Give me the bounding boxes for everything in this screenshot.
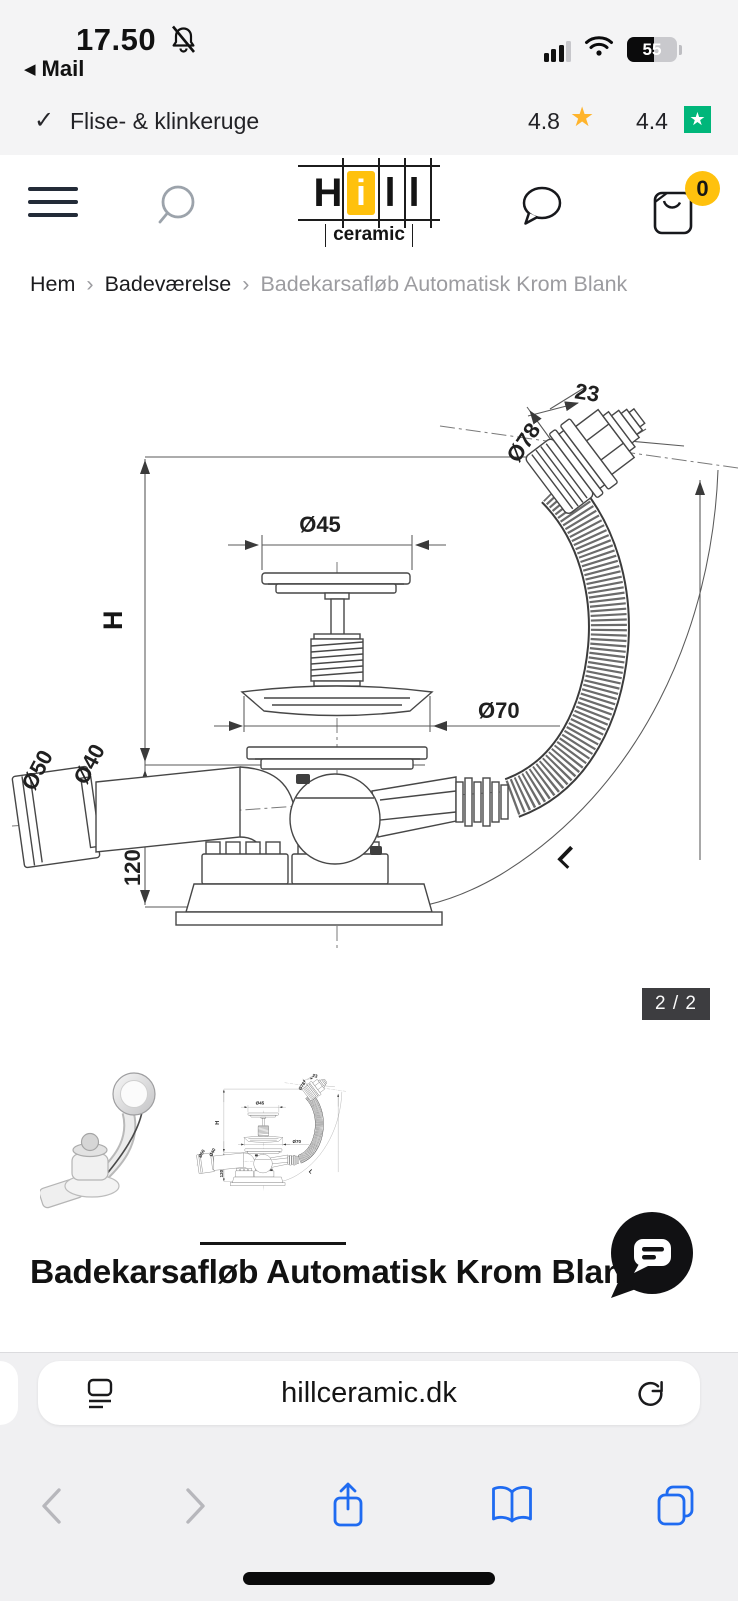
thumbnail-product-photo[interactable] [38, 1056, 180, 1216]
clock: 17.50 [76, 22, 157, 57]
battery-icon: 55 [627, 37, 677, 62]
breadcrumb-separator: › [86, 272, 94, 296]
back-app-label: Mail [41, 56, 85, 81]
adjacent-tab-peek[interactable] [0, 1361, 18, 1425]
breadcrumb-separator: › [242, 272, 250, 296]
share-button[interactable] [327, 1481, 369, 1536]
breadcrumb-category[interactable]: Badeværelse [104, 272, 232, 296]
logo-letter: l [384, 171, 396, 215]
status-icons: 55 [543, 34, 682, 62]
product-title: Badekarsafløb Automatisk Krom Blank [30, 1254, 642, 1291]
search-button[interactable] [154, 179, 208, 238]
breadcrumb: Hem › Badeværelse › Badekarsafløb Automa… [30, 272, 627, 297]
check-icon: ✓ [34, 106, 55, 134]
chat-widget-button[interactable] [604, 1208, 700, 1304]
address-bar[interactable]: hillceramic.dk [38, 1361, 700, 1425]
system-status-area: 17.50 ◀ Mail 55 ✓ Flise- & klinkeru [0, 0, 738, 155]
logo-subtitle: ceramic [325, 224, 413, 247]
site-rating: 4.8 [528, 108, 560, 134]
forward-button[interactable] [183, 1485, 209, 1532]
logo-bottom-rule [298, 219, 440, 221]
logo-i-box: i [347, 171, 375, 215]
selected-thumbnail-indicator [200, 1242, 346, 1245]
back-button[interactable] [38, 1485, 64, 1532]
logo-letter: H [313, 171, 343, 215]
breadcrumb-current: Badekarsafløb Automatisk Krom Blank [260, 272, 628, 296]
promo-banner[interactable]: ✓ Flise- & klinkeruge 4.8 ★ 4.4 ★ [0, 98, 738, 152]
safari-toolbar [0, 1481, 738, 1536]
bell-slash-icon [170, 25, 197, 60]
page-settings-icon[interactable] [82, 1376, 118, 1417]
menu-button[interactable] [28, 187, 78, 217]
gold-star-icon: ★ [570, 102, 595, 133]
cart-count-badge: 0 [685, 171, 720, 206]
shop-header: H i l l ceramic 0 [0, 155, 738, 259]
breadcrumb-home[interactable]: Hem [30, 272, 76, 296]
chat-button[interactable] [518, 183, 566, 236]
back-to-app-link[interactable]: ◀ Mail [24, 56, 84, 82]
logo-top-rule [298, 165, 440, 167]
safari-bottom-chrome: hillceramic.dk [0, 1352, 738, 1601]
thumbnail-technical-drawing[interactable] [194, 1062, 346, 1208]
image-counter-badge: 2 / 2 [642, 988, 710, 1020]
battery-nub [679, 45, 682, 55]
back-triangle-icon: ◀ [24, 60, 36, 78]
battery-percent: 55 [642, 39, 662, 59]
wifi-icon [584, 34, 614, 62]
url-text: hillceramic.dk [281, 1376, 457, 1409]
signal-strength-icon [543, 40, 571, 62]
home-indicator[interactable] [243, 1572, 495, 1585]
cart-button[interactable]: 0 [646, 171, 720, 241]
product-image-technical-drawing[interactable]: Ø45 Ø70 Ø50 Ø40 H 120 L Ø78 23 [0, 330, 738, 1030]
bookmarks-button[interactable] [488, 1483, 536, 1534]
logo-letter: l [408, 171, 420, 215]
shop-logo[interactable]: H i l l ceramic [298, 158, 440, 247]
promo-text: Flise- & klinkeruge [70, 108, 260, 134]
trustpilot-star-icon: ★ [684, 106, 711, 133]
tabs-button[interactable] [654, 1483, 700, 1534]
reload-icon[interactable] [634, 1377, 668, 1416]
trustpilot-rating: 4.4 [636, 108, 668, 134]
